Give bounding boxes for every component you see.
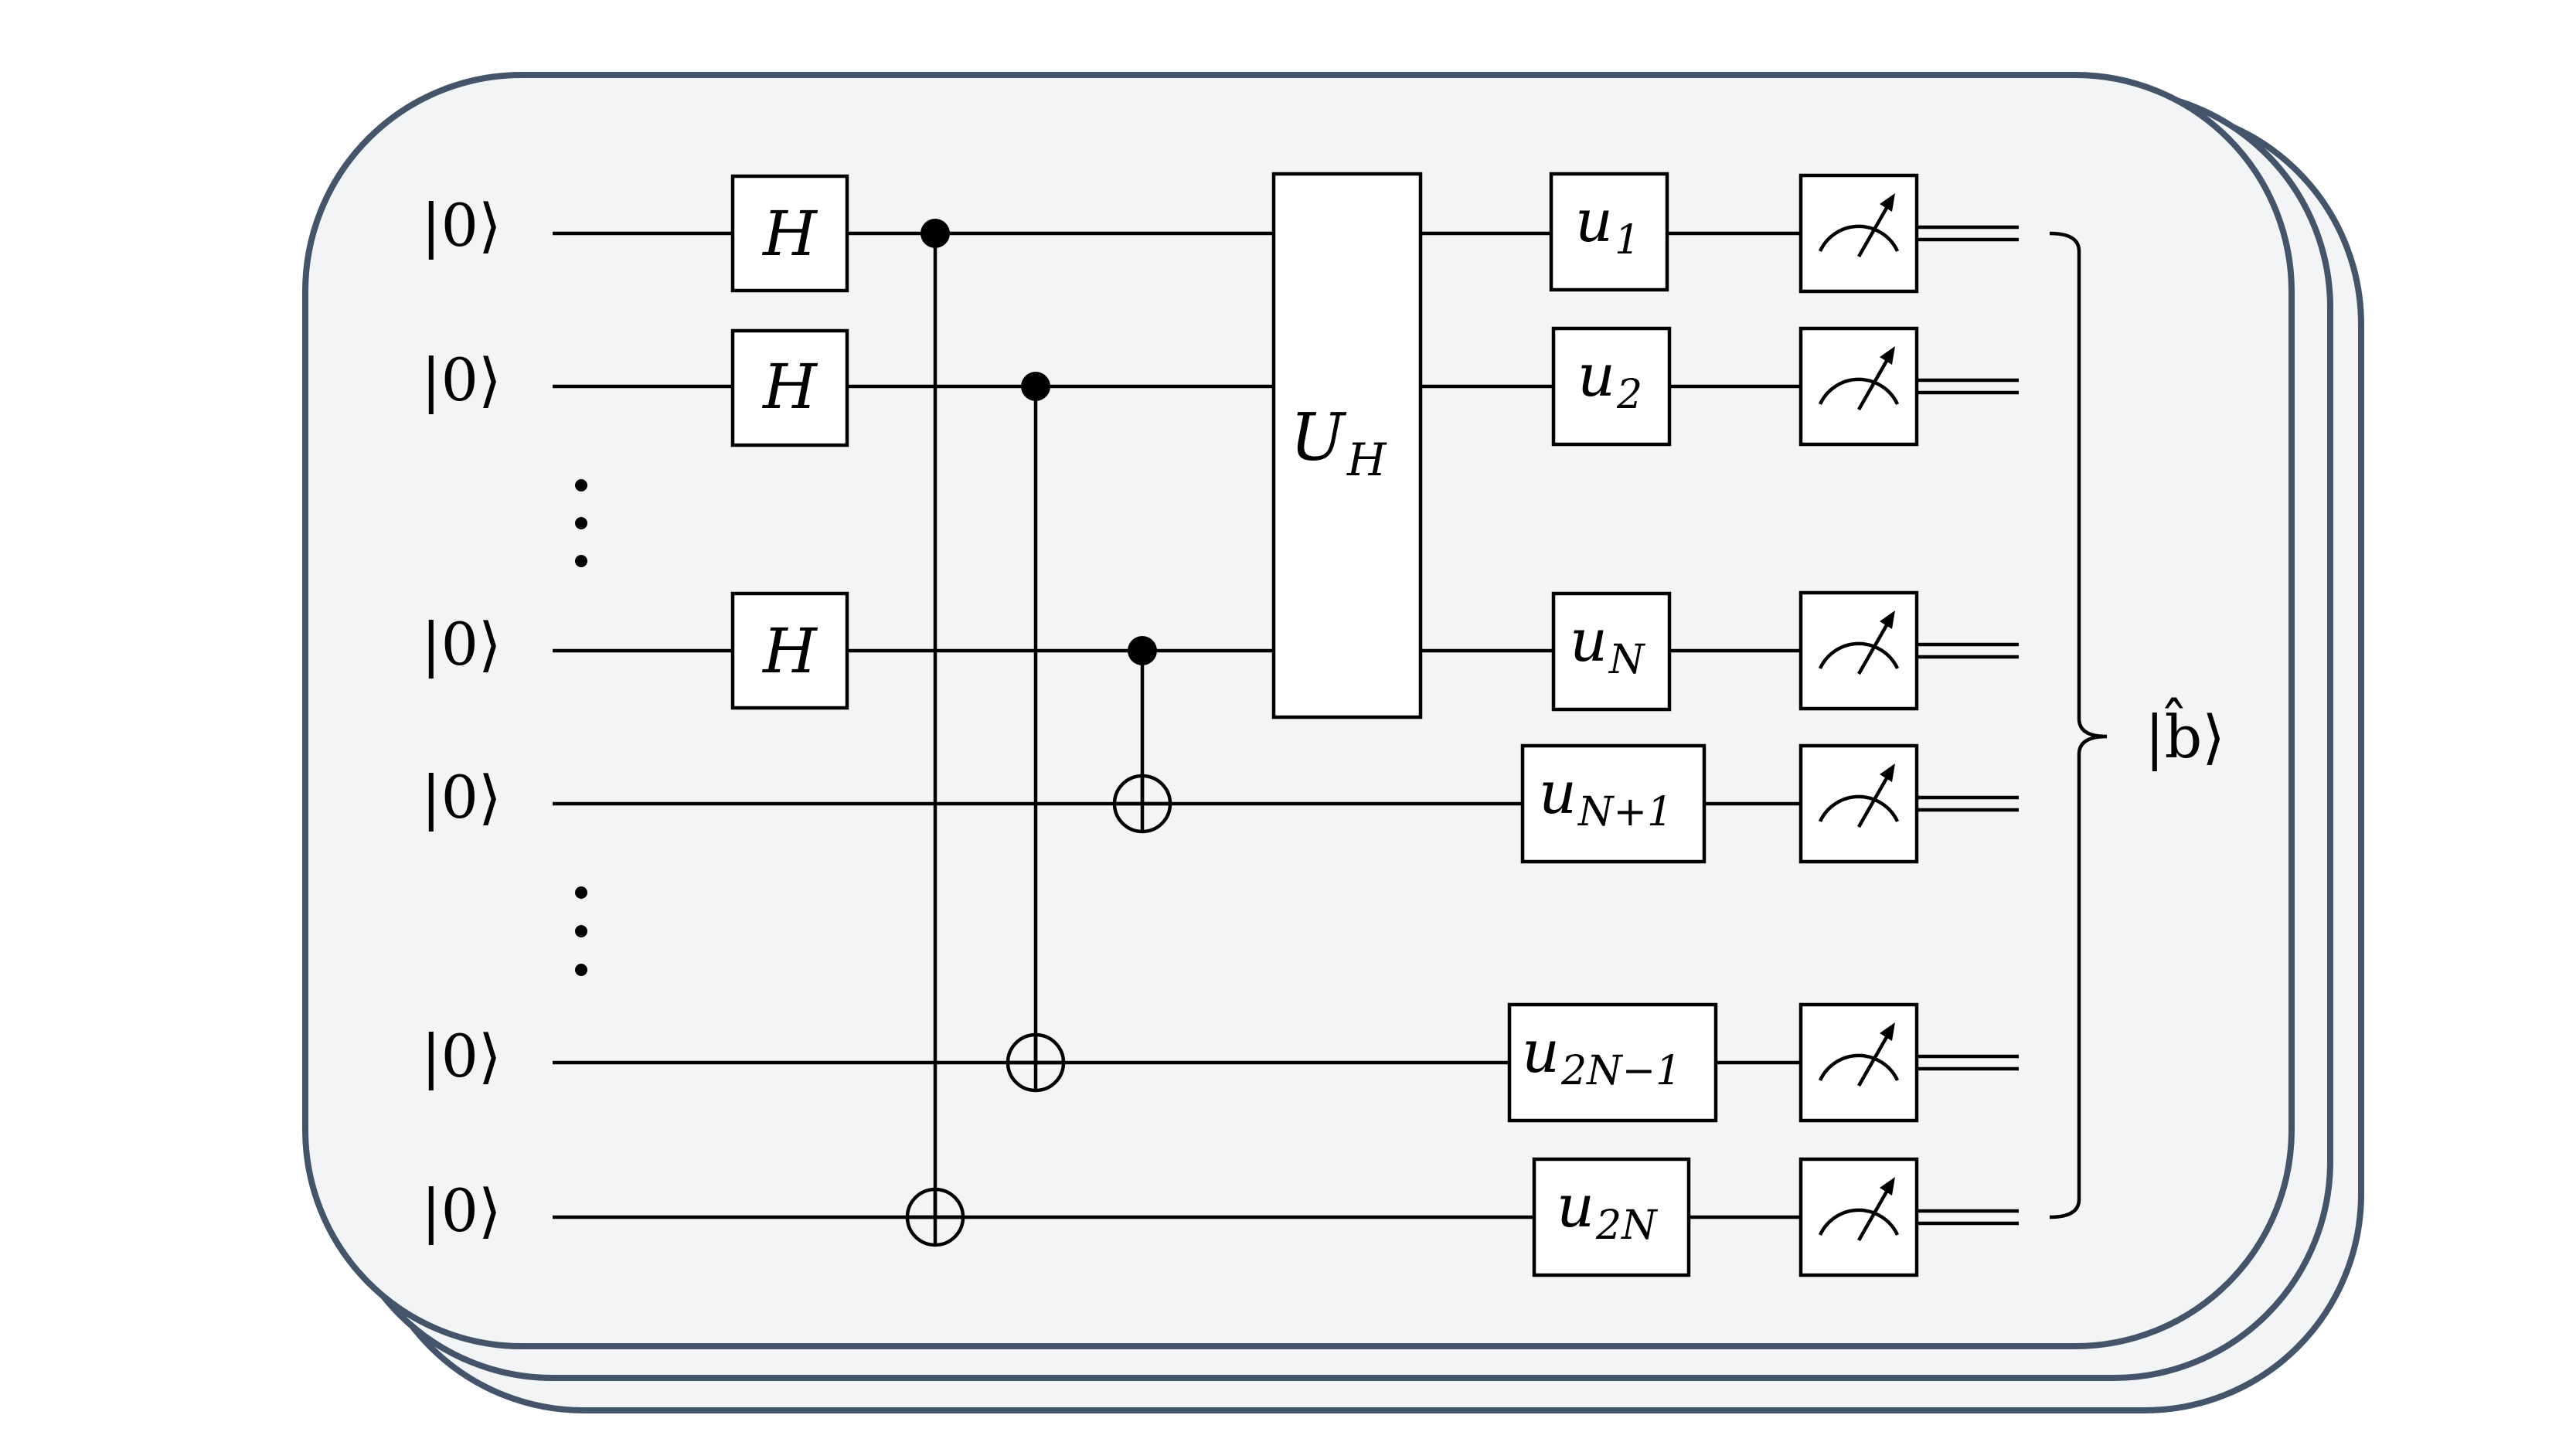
u-gate-3: u N: [1551, 591, 1672, 712]
input-ket-5: |0⟩: [421, 1022, 502, 1090]
input-ket-4: |0⟩: [421, 763, 502, 832]
svg-text:u: u: [1570, 606, 1608, 675]
ellipsis-lower: [575, 886, 587, 976]
unitary-gate-uh: U H: [1271, 172, 1423, 719]
cnot-target-2: [1006, 1032, 1066, 1093]
svg-text:N: N: [1608, 637, 1645, 683]
svg-text:H: H: [761, 351, 818, 423]
svg-text:U: U: [1290, 400, 1347, 475]
control-dot-2: [1021, 372, 1050, 401]
output-state-label: |b̂⟩: [2145, 698, 2225, 771]
svg-text:2N: 2N: [1595, 1202, 1658, 1249]
hadamard-gate-3: H: [730, 591, 849, 710]
svg-text:1: 1: [1615, 217, 1640, 264]
classical-wires: [1917, 225, 2019, 1226]
measurement-meters: [1798, 173, 1919, 1277]
cnot-target-3: [1112, 774, 1172, 834]
control-dot-1: [920, 219, 950, 248]
svg-text:u: u: [1557, 1172, 1594, 1240]
control-dot-3: [1128, 636, 1157, 665]
u-gate-4: u N+1: [1520, 743, 1707, 864]
u-gate-1: u 1: [1549, 172, 1669, 292]
meter-icon: [1798, 173, 1919, 294]
svg-text:u: u: [1522, 1017, 1560, 1086]
svg-text:u: u: [1577, 341, 1615, 410]
output-brace: [2049, 231, 2108, 1219]
svg-text:H: H: [1346, 434, 1387, 486]
svg-text:N+1: N+1: [1577, 789, 1673, 835]
svg-text:u: u: [1575, 186, 1613, 255]
svg-text:2N−1: 2N−1: [1560, 1048, 1681, 1094]
cnot-target-1: [905, 1187, 965, 1247]
svg-text:H: H: [761, 198, 818, 270]
svg-text:u: u: [1539, 758, 1577, 827]
meter-icon: [1798, 590, 1919, 711]
input-ket-6: |0⟩: [421, 1176, 502, 1245]
u-gate-5: u 2N−1: [1507, 1002, 1718, 1123]
hadamard-gate-1: H: [730, 174, 849, 293]
input-labels: |0⟩ |0⟩ |0⟩ |0⟩ |0⟩ |0⟩: [421, 191, 502, 1245]
input-ket-1: |0⟩: [421, 191, 502, 260]
ellipsis-upper: [575, 479, 587, 567]
meter-icon: [1798, 326, 1919, 447]
hadamard-gate-2: H: [730, 328, 849, 447]
input-ket-3: |0⟩: [421, 610, 502, 679]
input-ket-2: |0⟩: [421, 345, 502, 414]
svg-text:2: 2: [1616, 372, 1642, 418]
meter-icon: [1798, 1002, 1919, 1123]
u-gate-6: u 2N: [1532, 1157, 1691, 1277]
meter-icon: [1798, 743, 1919, 864]
svg-text:H: H: [761, 615, 818, 687]
meter-icon: [1798, 1157, 1919, 1277]
u-gate-2: u 2: [1551, 326, 1672, 447]
